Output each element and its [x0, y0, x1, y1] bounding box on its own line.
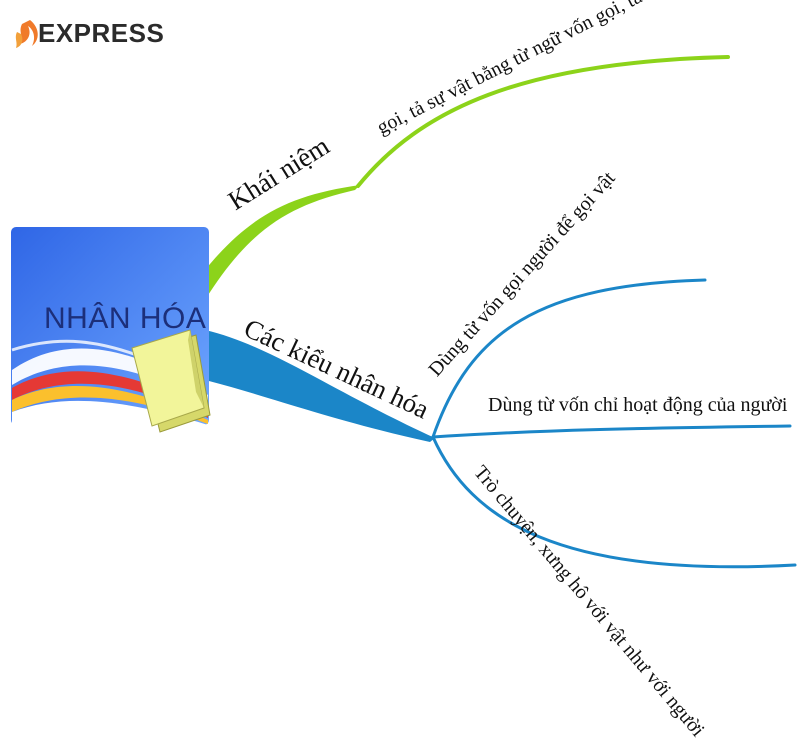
subbranch-2-line	[431, 424, 792, 439]
root-title: NHÂN HÓA	[44, 302, 207, 335]
brand-name: EXPRESS	[38, 18, 165, 48]
branch-khai-niem-connector	[205, 185, 360, 300]
subbranch-3-line	[431, 435, 797, 569]
sticky-note-icon	[131, 329, 211, 433]
rainbow-swoosh-icon	[12, 348, 208, 405]
branch-cac-kieu-connector	[205, 330, 435, 442]
subbranch-1-line	[431, 278, 707, 439]
flame-icon	[15, 20, 38, 48]
subbranch-2-label: Dùng từ vốn chỉ hoạt động của người	[488, 394, 788, 416]
brand-logo: EXPRESS	[38, 18, 164, 49]
mind-map: NHÂN HÓA EXPRESS Khái niệm Các kiểu nhân…	[11, 0, 797, 741]
subbranch-khai-niem-line	[356, 55, 730, 188]
mind-map-connectors	[11, 20, 797, 569]
